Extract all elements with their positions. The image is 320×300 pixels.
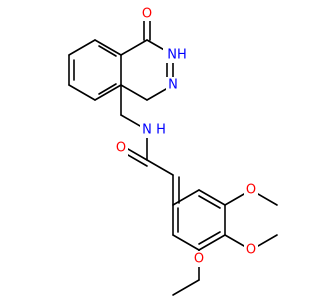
atom-label-layer: O NH N N H O O O O bbox=[114, 5, 258, 267]
atom-label-nh-ring: NH bbox=[167, 48, 187, 63]
bond bbox=[98, 45, 117, 57]
atom-label-n-ring: N bbox=[168, 78, 178, 93]
bond bbox=[198, 195, 221, 209]
bond bbox=[120, 39, 148, 56]
molecule-diagram: O NH N N H O O O O bbox=[68, 5, 278, 296]
atom-label-o-ketone: O bbox=[142, 7, 152, 22]
bond bbox=[198, 189, 226, 206]
atom-label-o-methoxy-bottom: O bbox=[194, 252, 204, 267]
atom-label-o-amide: O bbox=[116, 141, 126, 156]
bond bbox=[172, 279, 200, 296]
bond bbox=[98, 83, 117, 95]
bond bbox=[120, 84, 148, 101]
bond bbox=[198, 234, 226, 251]
bond bbox=[172, 234, 200, 251]
bond bbox=[68, 39, 96, 56]
atom-label-h-amide: H bbox=[156, 123, 166, 138]
bond bbox=[198, 231, 221, 245]
bond bbox=[94, 84, 122, 101]
bond bbox=[172, 189, 200, 206]
bond bbox=[94, 39, 122, 56]
atom-label-n-amide: N bbox=[142, 123, 152, 138]
bond bbox=[146, 159, 174, 176]
bond bbox=[68, 84, 96, 101]
atom-label-o-methoxy-top: O bbox=[246, 183, 256, 198]
atom-label-o-methoxy-mid: O bbox=[246, 243, 256, 258]
